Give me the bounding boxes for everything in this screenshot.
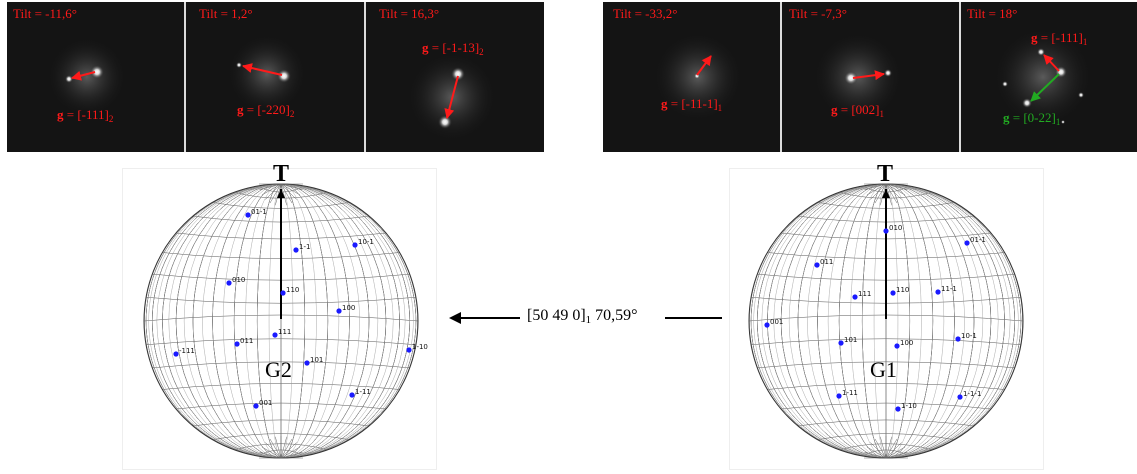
pole-marker <box>955 336 961 342</box>
pole-label: 001 <box>770 318 783 326</box>
wulff-net-grid <box>748 183 1024 459</box>
stereogram-g2-frame: 01-1 1-1 10-1 010 110 100 111 011 -111 101 1-11 001… <box>122 161 437 470</box>
pole-marker <box>304 360 310 366</box>
left-diffraction-strip: Tilt = -11,6° Tilt = 1,2° Tilt = 16,3° g… <box>7 2 544 152</box>
right-diffraction-images <box>653 27 1093 127</box>
tilt-label-right-1: Tilt = -33,2° <box>613 6 678 21</box>
g-vector-label-left-2: g = [-220]2 <box>237 102 295 119</box>
pole-label: 011 <box>240 337 253 345</box>
tilt-label-left-1: Tilt = -11,6° <box>13 6 77 21</box>
pole-marker <box>895 406 901 412</box>
pole-label: 111 <box>858 290 871 298</box>
stereogram-g2: 01-1 1-1 10-1 010 110 100 111 011 -111 101 1-11 001… <box>143 183 428 459</box>
pole-marker <box>957 394 963 400</box>
pole-marker <box>894 343 900 349</box>
pole-marker <box>883 228 889 234</box>
pole-marker <box>890 290 896 296</box>
pole-label: 01-1 <box>970 236 986 244</box>
pole-label: 1-10 <box>412 343 428 351</box>
pole-marker <box>226 280 232 286</box>
pole-marker <box>836 393 842 399</box>
stereogram-g1: 010 01-1 011 111 110 11-1 001 101 100 10-1 1-11 1-1… <box>748 183 1024 459</box>
pole-marker <box>764 322 770 328</box>
pole-marker <box>935 289 941 295</box>
pole-marker <box>349 392 355 398</box>
pole-marker <box>173 351 179 357</box>
pole-label: 1-10 <box>901 402 917 410</box>
pole-marker <box>352 242 358 248</box>
g-vector-label-left-1: g = [-111]2 <box>57 107 114 124</box>
pole-marker <box>253 403 259 409</box>
pole-label: 101 <box>310 356 323 364</box>
pole-label: 001 <box>259 399 272 407</box>
stereogram-g1-frame: 010 01-1 011 111 110 11-1 001 101 100 10-1 1-11 1-1… <box>729 161 1044 470</box>
pole-label: 010 <box>889 224 902 232</box>
pole-marker <box>406 347 412 353</box>
pole-marker <box>234 341 240 347</box>
pole-label: 11-1 <box>941 285 957 293</box>
pole-marker <box>272 332 278 338</box>
pole-label: 1-11 <box>842 389 858 397</box>
g-vector-label-left-3: g = [-1-13]2 <box>422 40 484 57</box>
pole-label: 1-1 <box>299 243 310 251</box>
pole-label: 010 <box>232 276 245 284</box>
g-vector-label-right-2: g = [002]1 <box>831 102 884 119</box>
pole-label: 110 <box>896 286 909 294</box>
tilt-label-right-2: Tilt = -7,3° <box>789 6 847 21</box>
pole-label: 110 <box>286 286 299 294</box>
pole-label: 011 <box>820 258 833 266</box>
stereogram-g2-axis-label: T <box>273 161 290 187</box>
pole-label: 1-11 <box>355 388 371 396</box>
pole-marker <box>964 240 970 246</box>
pole-label: 1-1-1 <box>963 390 981 398</box>
tilt-label-left-2: Tilt = 1,2° <box>199 6 253 21</box>
wulff-net-grid <box>143 183 419 459</box>
left-diffraction-images <box>47 34 497 142</box>
pole-marker <box>245 212 251 218</box>
pole-marker <box>280 290 286 296</box>
tilt-label-right-3: Tilt = 18° <box>967 6 1018 21</box>
pole-marker <box>814 262 820 268</box>
g-vector-label-right-3a: g = [-111]1 <box>1031 30 1088 47</box>
orientation-relation-label: [50 49 0]1 70,59° <box>527 307 638 326</box>
pole-label: 10-1 <box>358 238 374 246</box>
tilt-label-left-3: Tilt = 16,3° <box>379 6 440 21</box>
pole-label: 101 <box>844 336 857 344</box>
right-diffraction-strip: Tilt = -33,2° Tilt = -7,3° Tilt = 18° g … <box>603 2 1137 152</box>
stereogram-g1-grain-label: G1 <box>870 357 897 382</box>
pole-marker <box>293 247 299 253</box>
pole-label: 111 <box>278 328 291 336</box>
pole-label: 100 <box>900 339 913 347</box>
stereogram-g1-axis-label: T <box>877 161 894 187</box>
g-vector-label-right-3b: g = [0-22]1 <box>1003 110 1061 127</box>
pole-label: -111 <box>179 347 195 355</box>
pole-marker <box>852 294 858 300</box>
pole-label: 01-1 <box>251 208 267 216</box>
pole-marker <box>336 308 342 314</box>
pole-marker <box>838 340 844 346</box>
pole-label: 100 <box>342 304 355 312</box>
g-vector-label-right-1: g = [-11-1]1 <box>661 96 723 113</box>
stereogram-g2-grain-label: G2 <box>265 357 292 382</box>
pole-label: 10-1 <box>961 332 977 340</box>
